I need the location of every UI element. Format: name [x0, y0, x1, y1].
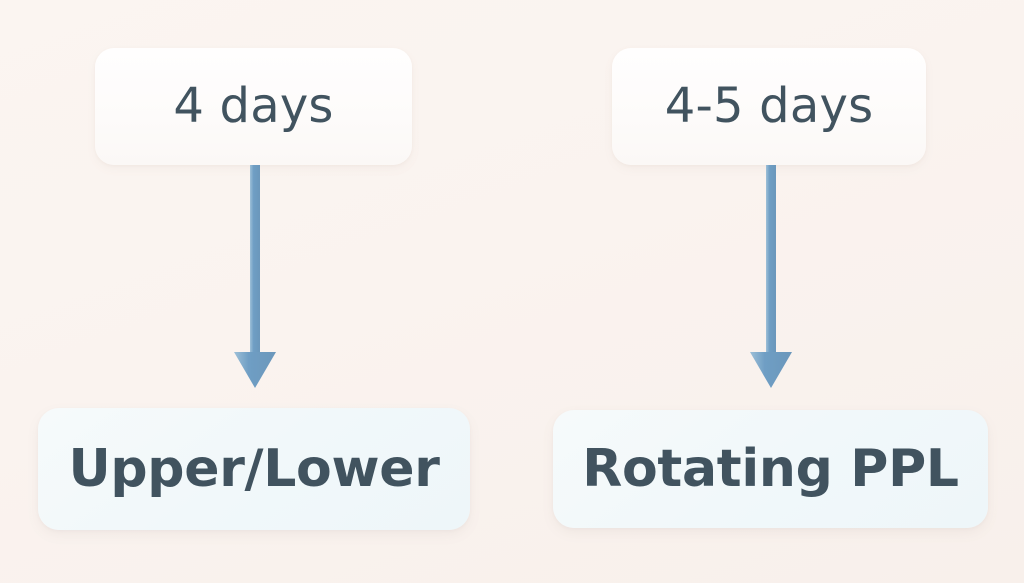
node-split-right[interactable]: Rotating PPL — [553, 410, 988, 528]
node-duration-left[interactable]: 4 days — [95, 48, 412, 165]
node-split-right-label: Rotating PPL — [582, 438, 959, 499]
arrow-down-icon-right — [749, 165, 793, 391]
node-split-left-label: Upper/Lower — [68, 438, 440, 499]
node-duration-left-label: 4 days — [173, 78, 334, 135]
node-duration-right-label: 4-5 days — [664, 78, 874, 135]
node-duration-right[interactable]: 4-5 days — [612, 48, 926, 165]
node-split-left[interactable]: Upper/Lower — [38, 408, 470, 530]
arrow-down-icon-left — [233, 165, 277, 391]
